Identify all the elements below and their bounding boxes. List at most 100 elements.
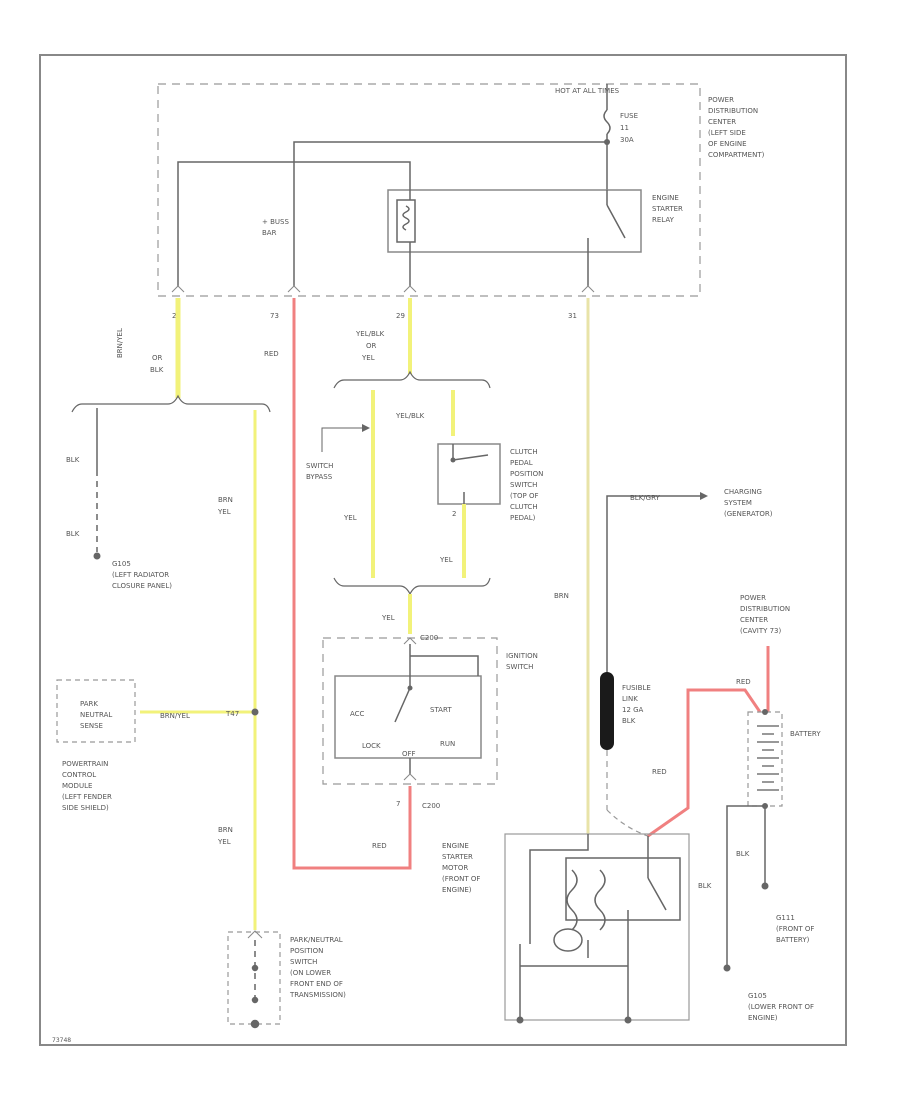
ignition-connector-top [403,637,417,645]
starter-motor-label: ENGINE STARTER MOTOR (FRONT OF ENGINE) [442,842,480,894]
svg-text:(CAVITY 73): (CAVITY 73) [740,627,781,635]
svg-text:POSITION: POSITION [510,470,543,478]
svg-text:PARK: PARK [80,700,98,708]
blk-2-label: BLK [66,530,80,538]
svg-text:(ON LOWER: (ON LOWER [290,969,331,977]
cavity-73-label: 73 [270,312,279,320]
svg-text:FUSE: FUSE [620,112,638,120]
pdc-top-label: POWER DISTRIBUTION CENTER (LEFT SIDE OF … [708,96,765,159]
svg-text:SWITCH: SWITCH [290,958,317,966]
wire-or-blk-label: OR BLK [150,354,164,374]
pin-7-label: 7 [396,800,400,808]
ignition-connector-bottom [403,773,417,781]
svg-text:SWITCH: SWITCH [510,481,537,489]
yel-1-label: YEL [343,514,357,522]
red-4-label: RED [736,678,751,686]
park-neutral-connector [247,930,263,939]
relay-coil-icon [396,199,416,243]
svg-text:STARTER: STARTER [652,205,683,213]
cavity-29-label: 29 [396,312,405,320]
svg-text:STARTER: STARTER [442,853,473,861]
svg-text:SIDE SHIELD): SIDE SHIELD) [62,804,109,812]
svg-text:LINK: LINK [622,695,638,703]
wire-fusible-to-starter [606,809,649,837]
clutch-switch-icon [452,444,489,504]
pdc-internal-wiring [177,141,607,292]
switch-bypass-arrow [321,427,362,452]
svg-text:YEL: YEL [361,354,375,362]
starter-motor-box [504,833,690,1021]
svg-text:SWITCH: SWITCH [506,663,533,671]
svg-text:PEDAL: PEDAL [510,459,533,467]
svg-text:30A: 30A [620,136,634,144]
pcm-pin-label: T47 [225,710,239,718]
starter-motor-internals [519,834,681,1018]
brn-yel-2-label: BRN YEL [217,826,233,846]
svg-text:PARK/NEUTRAL: PARK/NEUTRAL [290,936,343,944]
svg-text:PEDAL): PEDAL) [510,514,536,522]
splice-bracket-mid [333,370,491,389]
svg-text:ENGINE: ENGINE [652,194,679,202]
svg-text:ENGINE: ENGINE [442,842,469,850]
pcm-sense-label: PARK NEUTRAL SENSE [80,700,112,730]
ignition-switch-label: IGNITION SWITCH [506,652,538,671]
svg-text:CONTROL: CONTROL [62,771,96,779]
starter-ground-dot-2 [624,1016,632,1024]
battery-positive-dot [762,709,768,715]
fuse-label: FUSE 11 30A [620,112,638,144]
svg-text:12 GA: 12 GA [622,706,644,714]
wire-red-battery-to-starter [647,688,762,838]
pcm-box [56,679,136,743]
switch-bypass-label: SWITCH BYPASS [306,462,333,481]
blk-4-label: BLK [698,882,712,890]
svg-text:CHARGING: CHARGING [724,488,762,496]
red-2-label: RED [372,842,387,850]
lock-label: LOCK [362,742,381,750]
ground-g105-label: G105 (LEFT RADIATOR CLOSURE PANEL) [112,560,172,590]
svg-text:POWERTRAIN: POWERTRAIN [62,760,108,768]
clutch-switch-contact [450,457,456,463]
svg-text:SYSTEM: SYSTEM [724,499,752,507]
svg-text:(GENERATOR): (GENERATOR) [724,510,773,518]
off-label: OFF [402,750,416,758]
relay-contact-icon [587,190,626,252]
clutch-switch-label: CLUTCH PEDAL POSITION SWITCH (TOP OF CLU… [510,448,543,522]
yel-blk-label: YEL/BLK [395,412,425,420]
clutch-pin-label: 2 [452,510,456,518]
svg-text:G111: G111 [776,914,795,922]
red-1-label: RED [264,350,279,358]
svg-text:BRN/YEL: BRN/YEL [116,328,124,358]
yel-3-label: YEL [381,614,395,622]
ground-g111-dot [761,882,769,890]
svg-text:NEUTRAL: NEUTRAL [80,711,112,719]
wire-yel-blk-or-yel-label: YEL/BLK OR YEL [355,330,385,362]
splice-bracket-left [71,394,271,413]
svg-text:SWITCH: SWITCH [306,462,333,470]
yel-2-label: YEL [439,556,453,564]
blk-3-label: BLK [736,850,750,858]
ground-g105-dot [93,552,101,560]
c200-mid-label: C200 [420,634,438,642]
battery-cells-icon [757,725,779,791]
svg-text:G105: G105 [748,992,767,1000]
engine-starter-relay-box [387,189,642,253]
footer-code: 73748 [52,1037,71,1044]
c200-bottom-label: C200 [422,802,440,810]
svg-text:OR: OR [152,354,163,362]
power-distribution-center-box [157,83,701,297]
svg-text:CENTER: CENTER [740,616,768,624]
hot-at-all-times-label: HOT AT ALL TIMES [555,87,620,95]
charging-arrowhead [700,492,708,500]
svg-text:FUSIBLE: FUSIBLE [622,684,651,692]
svg-text:FRONT END OF: FRONT END OF [290,980,343,988]
wire-brn-yel-or-blk-label: BRN/YEL [116,328,124,358]
svg-text:IGNITION: IGNITION [506,652,538,660]
svg-text:OR: OR [366,342,377,350]
pcm-module-label: POWERTRAIN CONTROL MODULE (LEFT FENDER S… [62,760,112,812]
wire-red-main [292,298,412,870]
ground-g105b-dot [723,964,731,972]
svg-text:BAR: BAR [262,229,277,237]
diagram-frame [39,54,847,1046]
svg-text:(LEFT SIDE: (LEFT SIDE [708,129,746,137]
